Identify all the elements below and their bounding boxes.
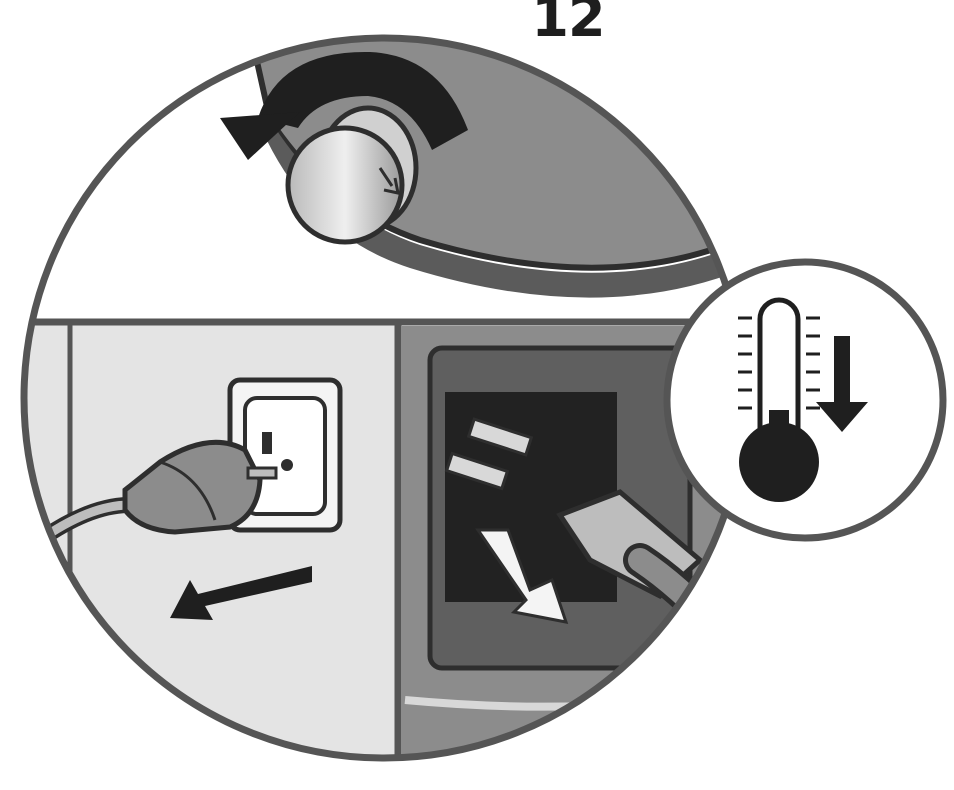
rotate-arrow-icon: [258, 51, 468, 150]
step-number: 12: [531, 0, 605, 49]
thermometer-temperature-down-icon: [738, 297, 868, 502]
pull-arrow-white-icon: [475, 528, 569, 624]
rotate-arrowhead-icon: [220, 112, 300, 160]
appliance-rim: [262, 120, 744, 298]
rotary-knob-icon: [285, 105, 419, 245]
temperature-badge: [663, 258, 947, 542]
pull-arrow-icon: [170, 566, 312, 620]
